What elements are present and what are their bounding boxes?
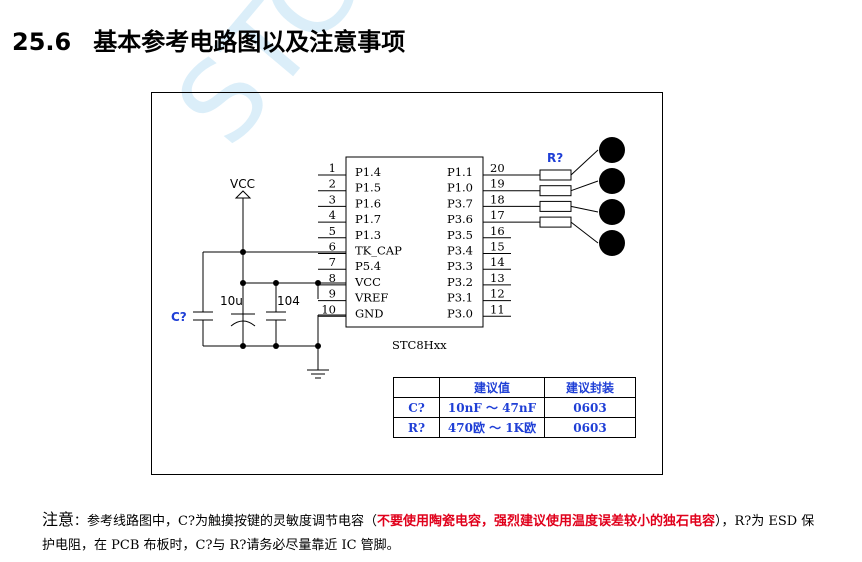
junction-dot (240, 280, 246, 286)
pin-number: 6 (329, 240, 336, 254)
pin-label: P1.5 (355, 181, 381, 195)
pin-label: VREF (354, 291, 388, 305)
section-heading: 25.6 基本参考电路图以及注意事项 (12, 22, 405, 57)
pin-number: 8 (329, 271, 336, 285)
cap-10u-label: 10u (220, 294, 243, 308)
resistor-body (539, 200, 572, 212)
pin-number: 17 (490, 208, 505, 222)
junction-dot (273, 343, 279, 349)
touch-pad (599, 230, 625, 256)
pin-label: P3.5 (447, 228, 473, 242)
chip-body (345, 156, 484, 328)
junction-dot (315, 343, 321, 349)
cap-104-label: 104 (277, 294, 300, 308)
resistor-body (539, 216, 572, 228)
cap-10u-plate-bottom (230, 320, 256, 327)
pad-wire (570, 180, 599, 192)
touch-keys (511, 137, 625, 256)
pad-wire (570, 149, 599, 176)
pin-label: P5.4 (355, 259, 381, 273)
pin-number: 18 (490, 192, 505, 206)
pin-number: 10 (321, 302, 336, 316)
pin-label: P3.3 (447, 259, 473, 273)
pin-label: P3.6 (447, 212, 473, 226)
pin-number: 16 (490, 224, 505, 238)
pin-number: 12 (490, 287, 505, 301)
section-title: 基本参考电路图以及注意事项 (93, 28, 406, 56)
note-colon: ： (74, 514, 88, 529)
right-pins: 20P1.119P1.018P3.717P3.616P3.515P3.414P3… (447, 161, 511, 320)
resistor-body (539, 185, 572, 197)
table-cell: C? (393, 397, 440, 418)
pin-number: 15 (490, 240, 505, 254)
pin-number: 14 (490, 255, 505, 269)
pin-label: TK_CAP (355, 244, 402, 258)
table-cell: 470欧 ～ 1K欧 (439, 417, 545, 438)
pin-number: 1 (329, 161, 336, 175)
resistor-body (539, 169, 572, 181)
vcc-symbol (234, 190, 252, 199)
parameter-table: 建议值 建议封装 C? 10nF ～ 47nF 0603 R? 470欧 ～ 1… (393, 377, 636, 438)
pad-wire (570, 205, 599, 213)
note-warning: 不要使用陶瓷电容，强烈建议使用温度误差较小的独石电容 (376, 514, 715, 529)
table-cell: 0603 (544, 417, 636, 438)
pin-number: 7 (329, 255, 336, 269)
pin-label: VCC (354, 275, 381, 289)
pin-label: P3.1 (447, 291, 473, 305)
pin-number: 5 (329, 224, 336, 238)
junction-dot (240, 249, 246, 255)
junction-dot (315, 280, 321, 286)
junction-dot (273, 280, 279, 286)
table-row: C? 10nF ～ 47nF 0603 (393, 397, 636, 418)
left-pins: 1 P1.4 2 P1.5 3 P1.6 4 P1.7 5 P1.3 6 TK_CAP 7 P5.4 8 VC… (318, 161, 402, 320)
pin-label: P1.1 (447, 165, 473, 179)
table-header-cell (393, 377, 440, 398)
pin-label: P1.6 (355, 196, 381, 210)
schematic-frame (151, 92, 663, 475)
pin-number: 11 (490, 302, 505, 316)
note-paragraph: 注意：参考线路图中，C?为触摸按键的灵敏度调节电容（不要使用陶瓷电容，强烈建议使… (42, 508, 822, 558)
touch-pad (599, 137, 625, 163)
table-header-row: 建议值 建议封装 (393, 377, 636, 398)
pin-number: 20 (490, 161, 505, 175)
pin-number: 4 (329, 208, 336, 222)
pin-label: P1.4 (355, 165, 381, 179)
pin-label: P3.0 (447, 306, 473, 320)
pin-label: P3.7 (447, 196, 473, 210)
table-cell: 10nF ～ 47nF (439, 397, 545, 418)
section-number: 25.6 (12, 28, 72, 56)
pin-label: P1.7 (355, 212, 381, 226)
pin-label: P1.0 (447, 181, 473, 195)
pin-number: 9 (329, 287, 336, 301)
table-row: R? 470欧 ～ 1K欧 0603 (393, 417, 636, 438)
pin-label: GND (355, 306, 383, 320)
pin-label: P3.2 (447, 275, 473, 289)
table-header-cell: 建议值 (439, 377, 545, 398)
vcc-label: VCC (230, 177, 255, 191)
table-header-cell: 建议封装 (544, 377, 636, 398)
chip-name: STC8Hxx (392, 338, 447, 352)
pin-number: 19 (490, 177, 505, 191)
resistor-label: R? (547, 151, 563, 165)
pin-number: 3 (329, 192, 336, 206)
touch-pad (599, 168, 625, 194)
note-text-1: 参考线路图中，C?为触摸按键的灵敏度调节电容（ (87, 514, 377, 529)
note-text-2: ），R?为 ESD 保护电阻，在 PCB 布板时，C?与 R?请务必尽量靠近 I… (42, 514, 815, 553)
table-cell: R? (393, 417, 440, 438)
pin-label: P1.3 (355, 228, 381, 242)
pin-number: 2 (329, 177, 336, 191)
pad-wire (570, 221, 599, 244)
cap-touch-label: C? (171, 310, 187, 324)
pin-number: 13 (490, 271, 505, 285)
junction-dot (240, 343, 246, 349)
table-cell: 0603 (544, 397, 636, 418)
touch-pad (599, 199, 625, 225)
note-lead: 注意 (42, 510, 75, 529)
pin-label: P3.4 (447, 244, 473, 258)
